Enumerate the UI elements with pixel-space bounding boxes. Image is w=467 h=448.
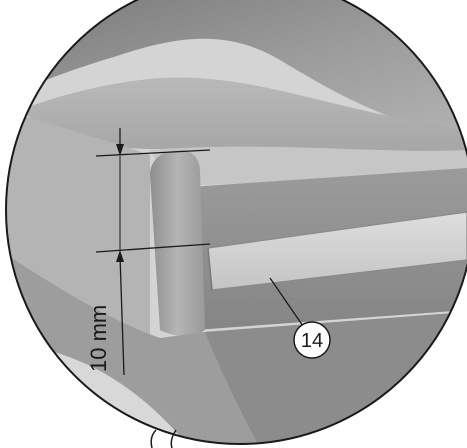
dimension-arrow-bottom-shaft bbox=[119, 255, 125, 376]
rounded-corner bbox=[150, 150, 205, 336]
dimension-arrowhead-bottom bbox=[116, 250, 124, 262]
detail-tail-right bbox=[170, 429, 177, 448]
callout-leader bbox=[269, 277, 304, 327]
detail-tail-left bbox=[150, 429, 157, 448]
detail-circle-outline bbox=[5, 0, 467, 445]
callout-circle bbox=[293, 321, 331, 359]
panel-top-edge bbox=[150, 146, 467, 188]
panel-top-surface bbox=[20, 77, 467, 165]
dimension-extension-top bbox=[95, 149, 211, 157]
dimension-arrowhead-top bbox=[116, 144, 124, 156]
trim-strip-end bbox=[207, 247, 213, 291]
upper-body bbox=[6, 0, 467, 140]
callout-number: 14 bbox=[301, 330, 323, 352]
dimension-extension-bottom bbox=[95, 243, 211, 253]
left-side-surface bbox=[6, 110, 150, 340]
dimension-label: 10 mm bbox=[86, 305, 111, 372]
